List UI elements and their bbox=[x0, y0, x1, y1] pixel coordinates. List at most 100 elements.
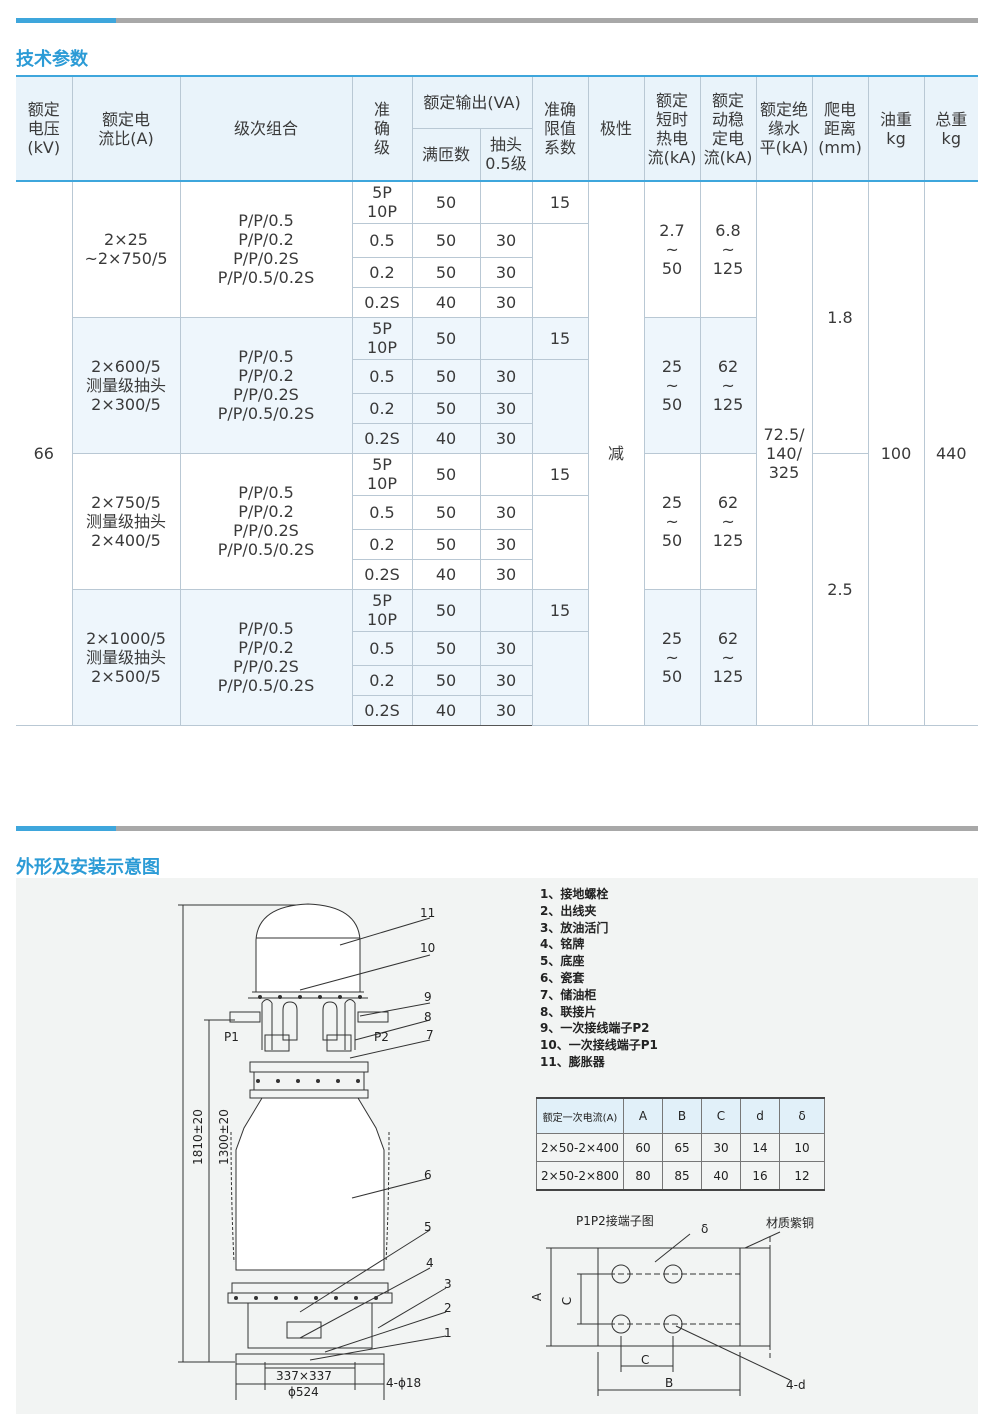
cell-ratio: 2×25~2×750/5 bbox=[71, 180, 181, 318]
header-full-turns: 满匝数 bbox=[411, 127, 481, 182]
callout-4: 4 bbox=[426, 1256, 434, 1270]
cell-full-turns: 40 bbox=[411, 694, 481, 726]
dims-cell: 60 bbox=[623, 1133, 663, 1162]
cell-alf-empty bbox=[531, 358, 589, 454]
cell-tap: 30 bbox=[479, 392, 533, 424]
cell-total: 440 bbox=[923, 180, 979, 726]
header-combo: 级次组合 bbox=[179, 75, 353, 182]
cell-tap: 30 bbox=[479, 222, 533, 258]
cell-alf: 15 bbox=[531, 588, 589, 632]
section-divider bbox=[16, 18, 978, 23]
header-insulation: 额定绝缘水平(kA) bbox=[755, 75, 813, 182]
cell-thermal: 2.7~50 bbox=[643, 180, 701, 318]
cell-tap bbox=[479, 452, 533, 496]
legend-item: 10、一次接线端子P1 bbox=[540, 1038, 658, 1053]
legend-item: 3、放油活门 bbox=[540, 920, 609, 935]
legend-item: 8、联接片 bbox=[540, 1004, 597, 1019]
cell-accuracy: 0.2S bbox=[351, 694, 413, 726]
callout-11: 11 bbox=[420, 906, 436, 920]
table-row: 2×50-2×800 80 85 40 16 12 bbox=[536, 1161, 825, 1191]
cell-tap: 30 bbox=[479, 630, 533, 666]
label-p1: P1 bbox=[224, 1030, 239, 1044]
cell-full-turns: 40 bbox=[411, 558, 481, 590]
cell-accuracy: 0.5 bbox=[351, 358, 413, 394]
cell-full-turns: 50 bbox=[411, 392, 481, 424]
cell-polarity: 减 bbox=[587, 180, 645, 726]
dim-lower-height: 1300±20 bbox=[216, 1109, 231, 1165]
dims-cell: 65 bbox=[662, 1133, 702, 1162]
cell-dynamic: 62~125 bbox=[699, 588, 757, 726]
cell-full-turns: 50 bbox=[411, 588, 481, 632]
dims-cell: 2×50-2×800 bbox=[536, 1161, 624, 1191]
callout-3: 3 bbox=[444, 1277, 452, 1291]
cell-full-turns: 40 bbox=[411, 422, 481, 454]
legend-item: 2、出线夹 bbox=[540, 903, 597, 918]
cell-full-turns: 50 bbox=[411, 256, 481, 288]
header-ratio: 额定电流比(A) bbox=[71, 75, 181, 182]
callout-8: 8 bbox=[424, 1010, 432, 1024]
legend-item: 5、底座 bbox=[540, 954, 585, 969]
header-thermal: 额定短时热电流(kA) bbox=[643, 75, 701, 182]
label-a: A bbox=[530, 1292, 545, 1302]
dims-cell: 40 bbox=[701, 1161, 741, 1191]
dim-total-height: 1810±20 bbox=[190, 1109, 205, 1165]
cell-insulation: 72.5/140/325 bbox=[755, 180, 813, 726]
legend-item: 7、储油柜 bbox=[540, 987, 597, 1002]
dims-header-current: 额定一次电流(A) bbox=[536, 1097, 624, 1134]
header-output: 额定输出(VA) bbox=[411, 75, 533, 129]
cell-alf: 15 bbox=[531, 316, 589, 360]
cell-tap: 30 bbox=[479, 286, 533, 318]
cell-tap: 30 bbox=[479, 694, 533, 726]
cell-tap: 30 bbox=[479, 358, 533, 394]
cell-voltage: 66 bbox=[16, 180, 73, 726]
section-title-specs: 技术参数 bbox=[16, 49, 88, 70]
dims-cell: 30 bbox=[701, 1133, 741, 1162]
dims-cell: 10 bbox=[779, 1133, 825, 1162]
cell-full-turns: 50 bbox=[411, 528, 481, 560]
label-delta: δ bbox=[701, 1222, 709, 1236]
header-polarity: 极性 bbox=[587, 75, 645, 182]
cell-accuracy: 0.2 bbox=[351, 664, 413, 696]
cell-tap bbox=[479, 588, 533, 632]
dimensions-table: 额定一次电流(A) A B C d δ 2×50-2×400 60 65 30 … bbox=[536, 1097, 825, 1191]
callout-5: 5 bbox=[424, 1220, 432, 1234]
cell-alf-empty bbox=[531, 630, 589, 726]
label-p2: P2 bbox=[374, 1030, 389, 1044]
cell-tap bbox=[479, 316, 533, 360]
cell-full-turns: 50 bbox=[411, 452, 481, 496]
cell-full-turns: 50 bbox=[411, 316, 481, 360]
cell-thermal: 25~50 bbox=[643, 316, 701, 454]
label-c-vertical: C bbox=[560, 1296, 575, 1306]
legend-item: 9、一次接线端子P2 bbox=[540, 1021, 650, 1036]
cell-accuracy: 0.2S bbox=[351, 286, 413, 318]
cell-tap: 30 bbox=[479, 422, 533, 454]
callout-7: 7 bbox=[426, 1028, 434, 1042]
dim-holes: 4-ϕ18 bbox=[386, 1376, 422, 1390]
label-c-horizontal: C bbox=[641, 1353, 650, 1367]
header-accuracy: 准确级 bbox=[351, 75, 413, 182]
terminal-drawing-title: P1P2接端子图 bbox=[576, 1214, 654, 1228]
table-row: 2×50-2×400 60 65 30 14 10 bbox=[536, 1133, 825, 1162]
parts-legend: 1、接地螺栓 2、出线夹 3、放油活门 4、铭牌 5、底座 6、瓷套 7、储油柜… bbox=[540, 886, 658, 1071]
cell-oil: 100 bbox=[867, 180, 925, 726]
cell-accuracy: 0.5 bbox=[351, 222, 413, 258]
